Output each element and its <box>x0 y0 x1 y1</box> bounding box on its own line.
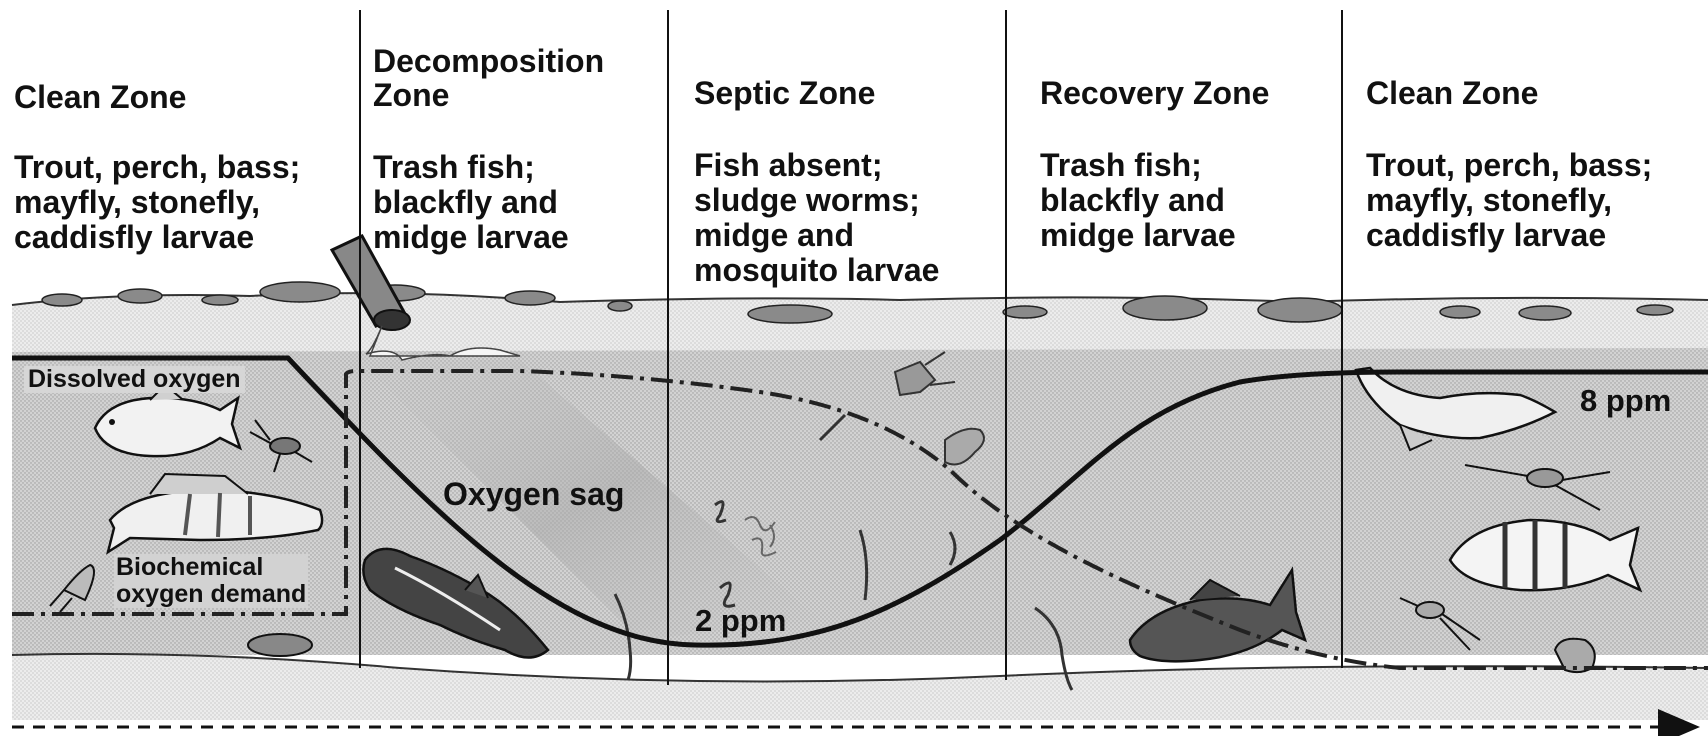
zone-3-description: Fish absent; sludge worms; midge and mos… <box>694 148 939 288</box>
bod-label: Biochemical oxygen demand <box>114 554 308 608</box>
zone-5-title: Clean Zone <box>1366 76 1538 110</box>
caddisfly-larva-icon <box>248 634 312 656</box>
high-oxygen-value: 8 ppm <box>1580 384 1671 418</box>
zone-2-title: Decomposition Zone <box>373 44 604 112</box>
stream-bank-bottom <box>12 654 1708 720</box>
dissolved-oxygen-label: Dissolved oxygen <box>24 366 245 393</box>
stream-bank-top <box>12 293 1708 352</box>
zone-4-description: Trash fish; blackfly and midge larvae <box>1040 148 1236 253</box>
zone-5-description: Trout, perch, bass; mayfly, stonefly, ca… <box>1366 148 1652 253</box>
zone-1-title: Clean Zone <box>14 80 186 114</box>
zone-1-description: Trout, perch, bass; mayfly, stonefly, ca… <box>14 150 300 255</box>
zone-3-title: Septic Zone <box>694 76 875 110</box>
zone-2-description: Trash fish; blackfly and midge larvae <box>373 150 569 255</box>
zone-4-title: Recovery Zone <box>1040 76 1269 110</box>
low-oxygen-value: 2 ppm <box>695 604 786 638</box>
oxygen-sag-label: Oxygen sag <box>443 476 624 512</box>
